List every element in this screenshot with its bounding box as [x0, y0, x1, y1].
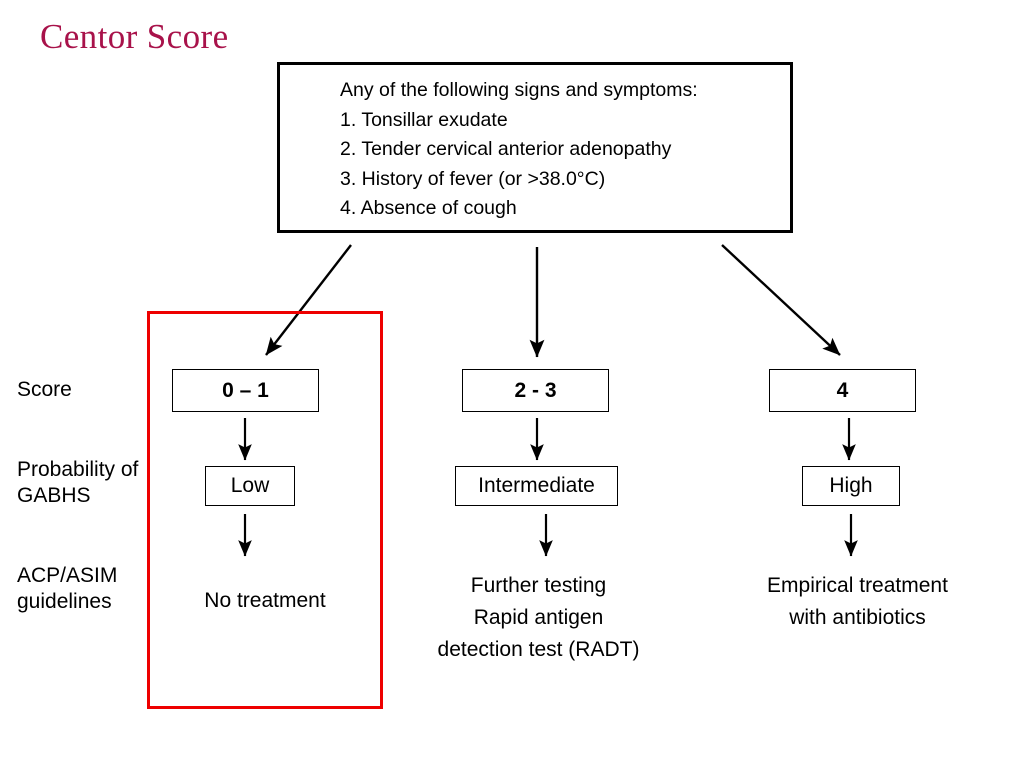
page-title: Centor Score	[40, 17, 229, 56]
probability-box-intermediate[interactable]: Intermediate	[455, 466, 618, 506]
row-label-guidelines-line2: guidelines	[17, 590, 112, 613]
outcome-intermediate-line1: Further testing	[470, 574, 607, 597]
criteria-item-1: 1. Tonsillar exudate	[340, 108, 508, 131]
outcome-high-line2: with antibiotics	[789, 606, 926, 629]
criteria-box: Any of the following signs and symptoms:…	[277, 62, 793, 233]
outcome-low: No treatment	[150, 585, 380, 617]
outcome-low-line1: No treatment	[204, 589, 326, 612]
row-label-probability-line1: Probability of	[17, 458, 139, 481]
row-label-probability-line2: GABHS	[17, 484, 91, 507]
row-label-score: Score	[17, 378, 72, 401]
outcome-high: Empirical treatment with antibiotics	[715, 570, 1000, 634]
highlight-rectangle-low-risk	[147, 311, 383, 709]
branch-arrow-right	[721, 244, 841, 356]
probability-box-high[interactable]: High	[802, 466, 900, 506]
criteria-list: Any of the following signs and symptoms:…	[340, 76, 698, 224]
probability-box-low[interactable]: Low	[205, 466, 295, 506]
criteria-item-4: 4. Absence of cough	[340, 197, 517, 219]
criteria-item-2: 2. Tender cervical anterior adenopathy	[340, 138, 672, 160]
outcome-high-line1: Empirical treatment	[767, 574, 948, 597]
row-label-guidelines: ACP/ASIM guidelines	[17, 563, 117, 615]
outcome-intermediate-line2: Rapid antigen	[473, 606, 604, 629]
outcome-intermediate: Further testing Rapid antigen detection …	[406, 570, 671, 666]
score-box-high[interactable]: 4	[769, 369, 916, 412]
criteria-heading: Any of the following signs and symptoms:	[340, 79, 698, 101]
row-label-guidelines-line1: ACP/ASIM	[17, 564, 118, 587]
score-box-low[interactable]: 0 – 1	[172, 369, 319, 412]
criteria-item-3: 3. History of fever (or >38.0°C)	[340, 167, 606, 190]
row-label-probability: Probability of GABHS	[17, 457, 138, 509]
outcome-intermediate-line3: detection test (RADT)	[437, 638, 640, 661]
score-box-intermediate[interactable]: 2 - 3	[462, 369, 609, 412]
